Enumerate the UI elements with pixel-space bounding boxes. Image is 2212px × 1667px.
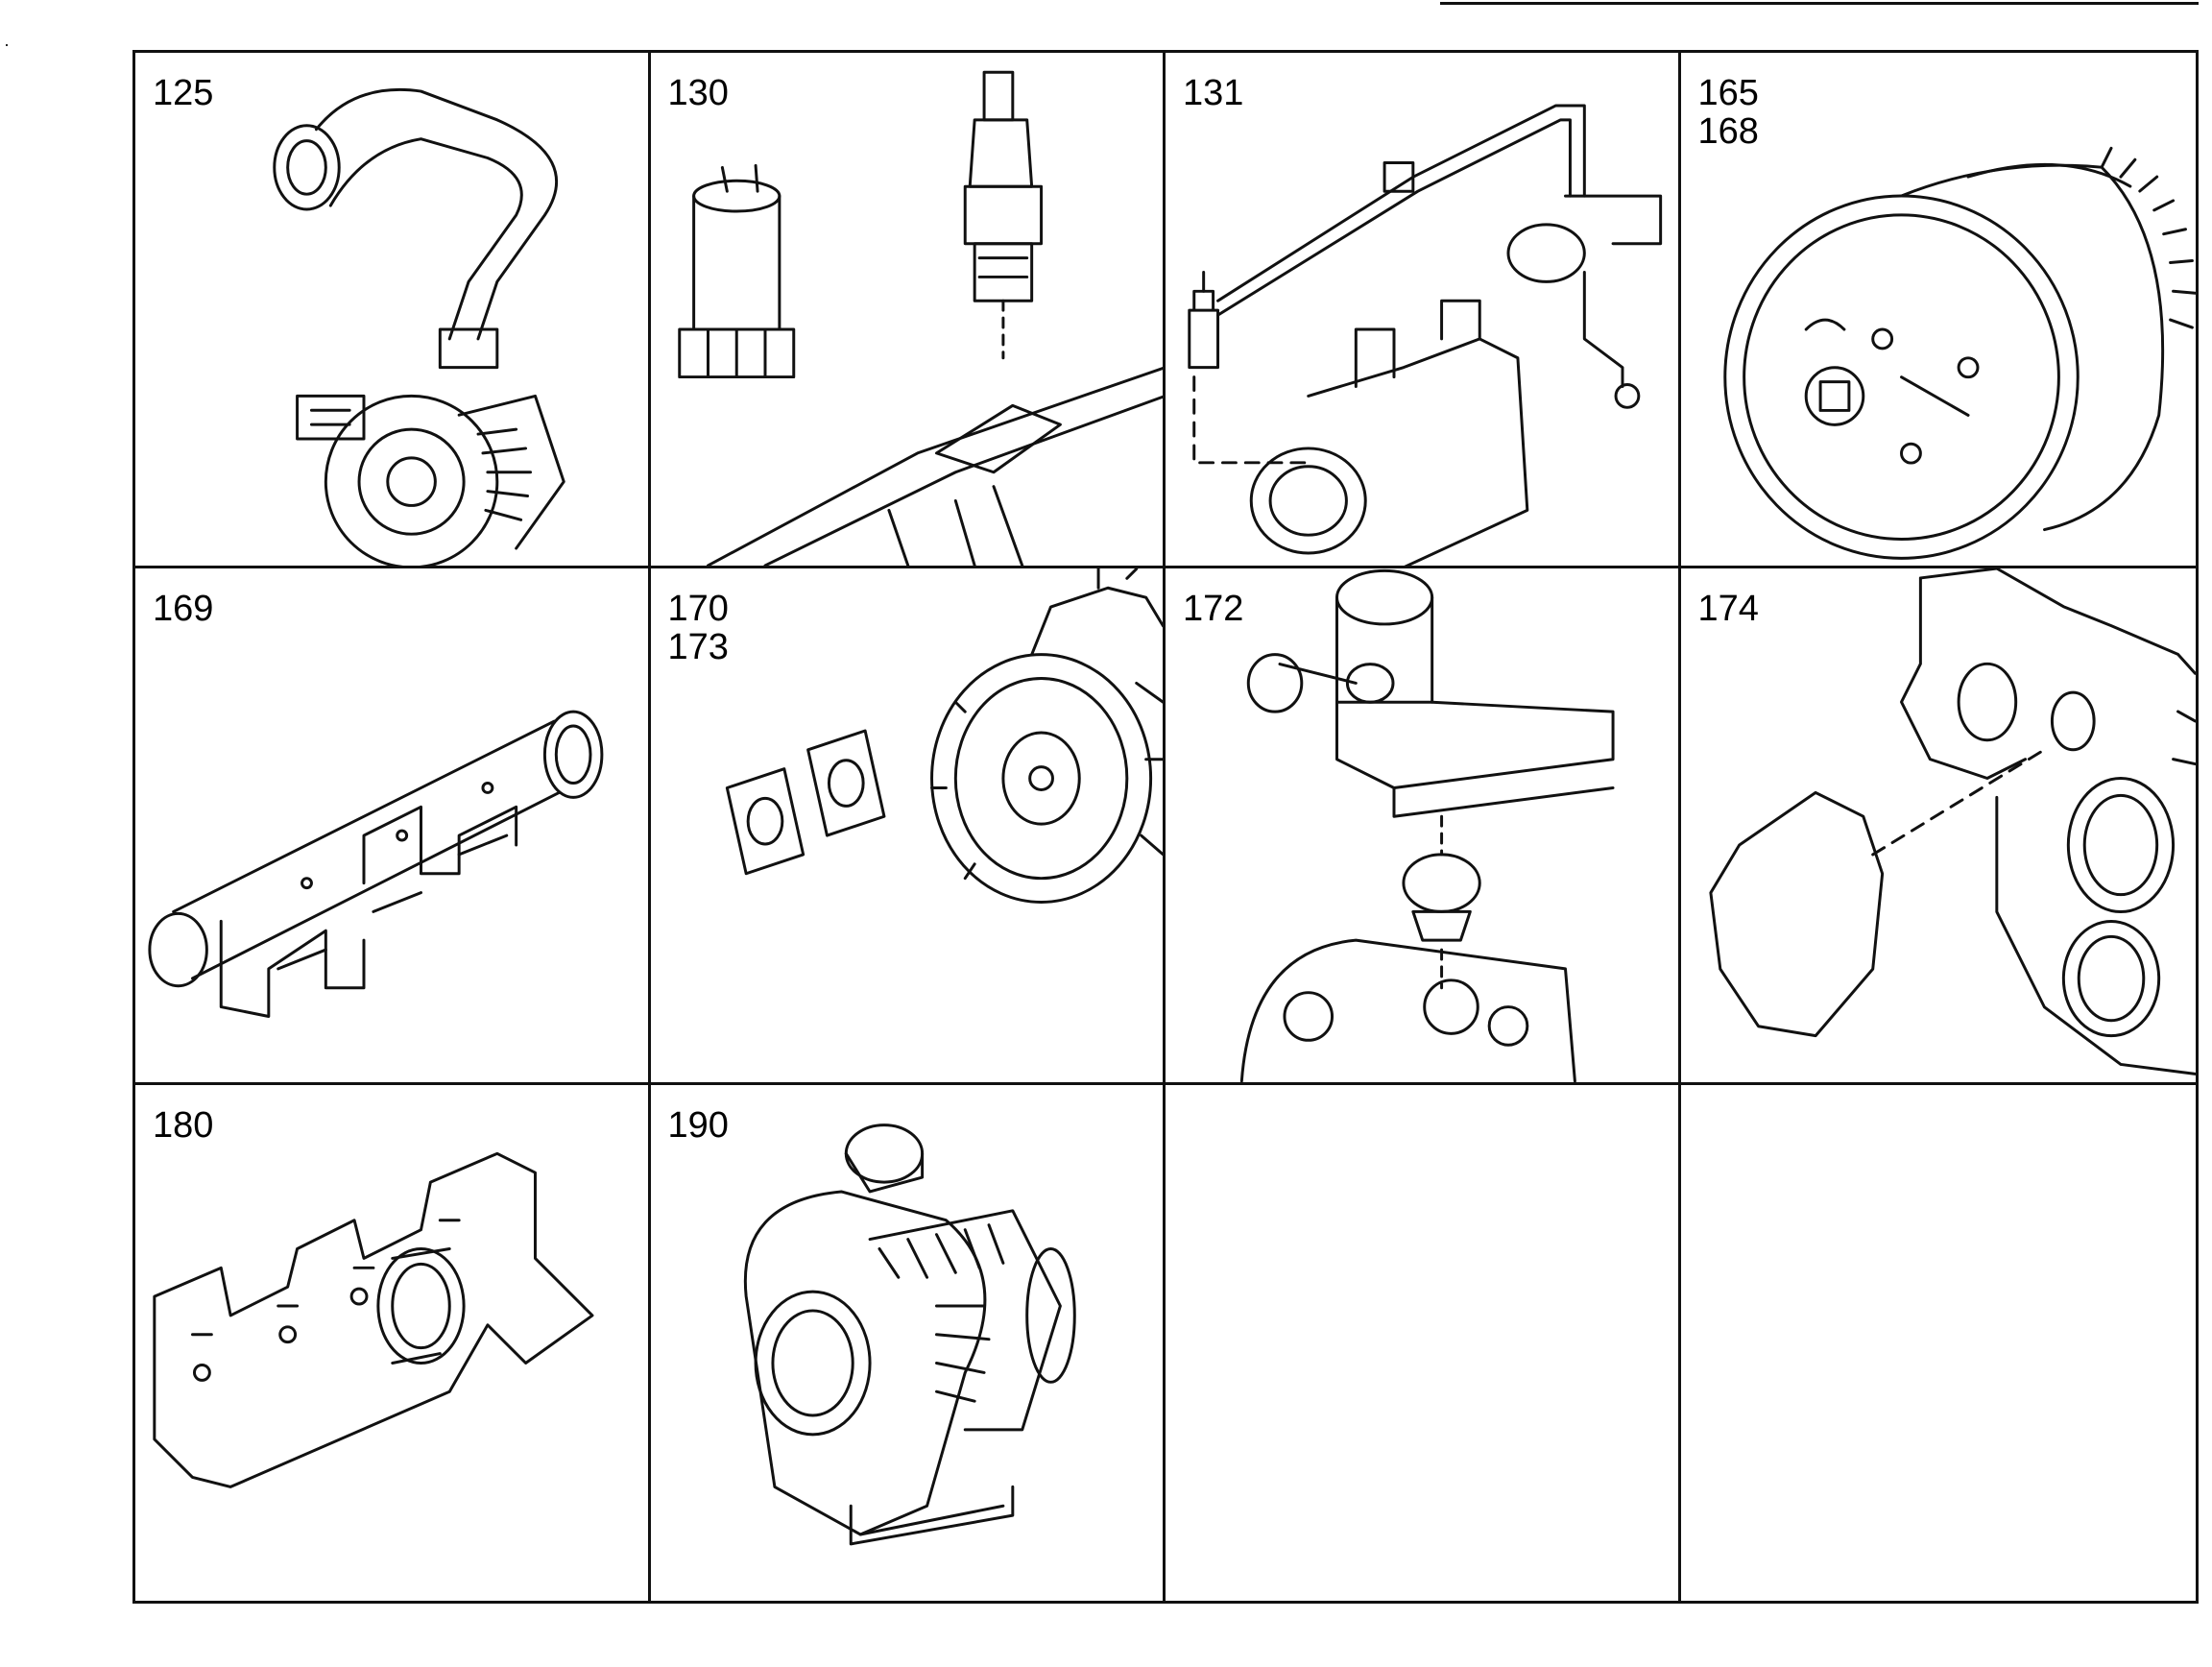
cell-180[interactable]: 180 bbox=[135, 1084, 651, 1601]
cell-174[interactable]: 174 bbox=[1680, 568, 2196, 1085]
part-label: 125 bbox=[153, 73, 214, 113]
flywheel-and-gaskets-drawing bbox=[651, 568, 1164, 1081]
cell-131[interactable]: 131 bbox=[1166, 53, 1681, 569]
top-rule bbox=[1440, 2, 2199, 5]
parts-grid: 125 130 bbox=[132, 50, 2199, 1604]
part-label: 172 bbox=[1183, 589, 1244, 630]
hose-turbo-assembly-drawing bbox=[135, 53, 648, 567]
cell-empty-1 bbox=[1166, 1084, 1681, 1601]
cell-169[interactable]: 169 bbox=[135, 568, 651, 1085]
cell-empty-2 bbox=[1681, 1085, 2197, 1601]
fan-clutch-drawing bbox=[1681, 53, 2196, 566]
exhaust-manifold-drawing bbox=[135, 1085, 648, 1601]
cell-172[interactable]: 172 bbox=[1166, 568, 1681, 1085]
cell-125[interactable]: 125 bbox=[135, 53, 651, 569]
cell-190[interactable]: 190 bbox=[651, 1084, 1166, 1601]
scan-speck: · bbox=[4, 35, 10, 54]
fuel-line-and-valve-drawing bbox=[1166, 53, 1678, 567]
filter-and-injector-drawing bbox=[651, 53, 1164, 567]
part-label: 169 bbox=[153, 589, 214, 630]
part-label: 131 bbox=[1183, 73, 1244, 113]
part-label: 174 bbox=[1697, 589, 1759, 630]
part-label: 180 bbox=[153, 1104, 214, 1146]
thermostat-housing-drawing bbox=[1166, 568, 1678, 1082]
cell-130[interactable]: 130 bbox=[650, 53, 1166, 569]
timing-cover-drawing bbox=[1681, 568, 2196, 1081]
turbocharger-drawing bbox=[651, 1085, 1164, 1601]
intake-manifold-drawing bbox=[135, 568, 648, 1081]
part-label: 130 bbox=[667, 73, 729, 113]
part-label: 190 bbox=[667, 1104, 729, 1146]
